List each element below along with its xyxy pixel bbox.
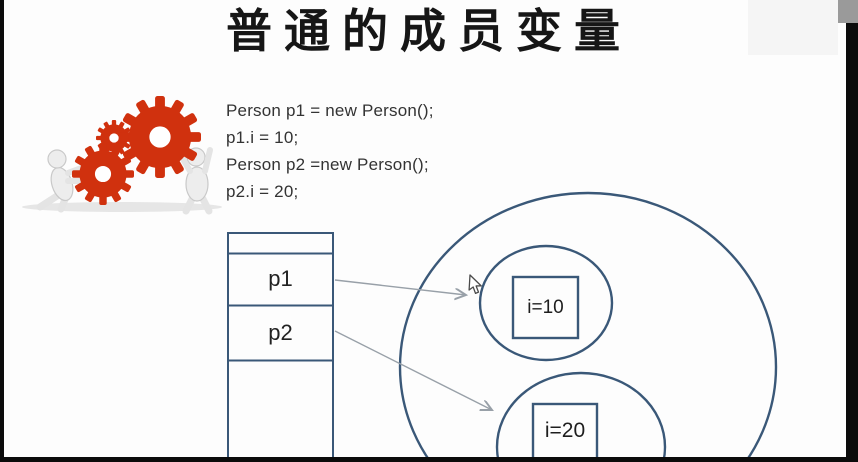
slide-title: 普通的成员变量 [226,4,632,58]
code-line: p2.i = 20; [226,182,299,201]
code-line: p1.i = 10; [226,128,299,147]
stack-cell-label-p1: p1 [268,266,293,291]
video-frame-right [846,22,858,462]
code-line: Person p2 =new Person(); [226,155,429,174]
code-line: Person p1 = new Person(); [226,101,434,120]
teamwork-gears-clipart [22,96,222,215]
member-value-i10: i=10 [527,296,564,318]
video-frame-bottom [0,457,858,462]
pointer-arrow-p2 [334,330,492,410]
video-artifact-tint [748,0,838,55]
code-snippet: Person p1 = new Person(); p1.i = 10; Per… [226,97,434,205]
stack-cell-label-p2: p2 [268,319,293,345]
video-frame-left [0,0,4,462]
ground-shadow [22,202,222,212]
member-value-i20: i=20 [544,418,586,442]
video-frame-corner [838,0,858,23]
mouse-pointer-icon [468,274,482,294]
pointer-arrow-p1 [334,279,466,295]
